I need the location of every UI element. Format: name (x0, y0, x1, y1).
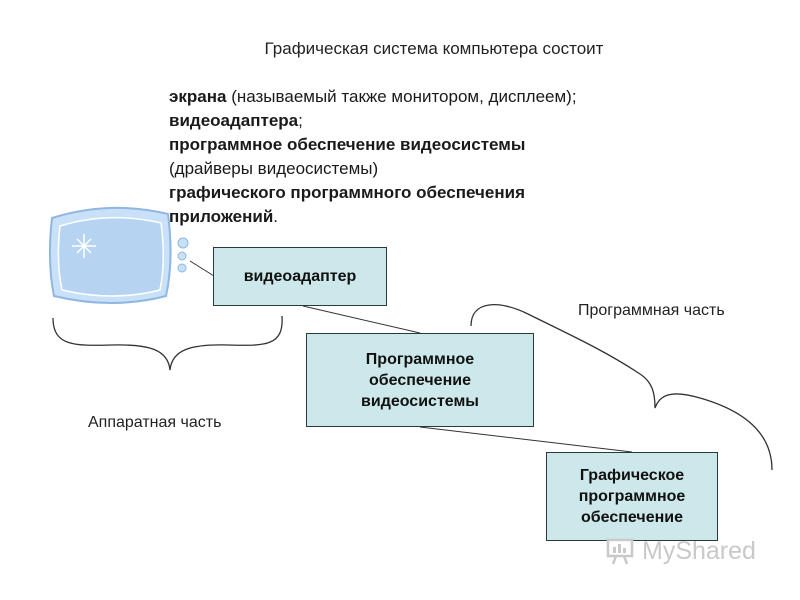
components-list: экрана (называемый также монитором, дисп… (169, 85, 577, 229)
list-item-drivers: (драйверы видеосистемы) (169, 157, 577, 181)
box-line: Программное (365, 350, 475, 368)
list-item-bold: программное обеспечение видеосистемы (169, 135, 526, 154)
videoadapter-box: видеоадаптер (213, 247, 387, 306)
connector-line (419, 426, 633, 453)
video-software-box: Программное обеспечение видеосистемы (306, 333, 534, 427)
watermark: MyShared (606, 536, 756, 566)
box-line: видеосистемы (361, 392, 479, 410)
list-item-bold: экрана (169, 87, 227, 106)
list-item-screen: экрана (называемый также монитором, дисп… (169, 85, 577, 109)
list-item-videoadapter: видеоадаптера; (169, 109, 577, 133)
list-item-text: ; (298, 111, 303, 130)
monitor-icon (48, 206, 189, 304)
list-item-bold: приложений (169, 207, 274, 226)
box-line: Графическое (579, 467, 685, 484)
list-item-graphics-software: графического программного обеспечения (169, 181, 577, 205)
hardware-brace (52, 315, 283, 371)
list-item-text: . (273, 207, 279, 226)
software-brace (470, 304, 773, 471)
box-line: обеспечение (581, 509, 683, 526)
list-item-bold: видеоадаптера (169, 111, 299, 130)
list-item-applications: приложений. (169, 205, 577, 229)
box-line: программное (578, 488, 686, 505)
list-item-bold: графического программного обеспечения (169, 183, 525, 202)
slide-title: Графическая система компьютера состоит (264, 39, 604, 58)
hardware-part-label: Аппаратная часть (88, 414, 222, 431)
graphics-software-box: Графическое программное обеспечение (546, 452, 718, 541)
list-item-text: (драйверы видеосистемы) (169, 159, 379, 178)
sparkle-icon (72, 234, 96, 258)
connector-line (189, 260, 215, 277)
myshared-logo-icon (606, 538, 634, 565)
box-line: обеспечение (368, 371, 471, 389)
software-part-label: Программная часть (578, 302, 725, 319)
list-item-text: (называемый также монитором, дисплеем); (226, 87, 577, 106)
watermark-text: MyShared (642, 536, 756, 565)
connector-line (302, 305, 421, 334)
videoadapter-label: видеоадаптер (243, 268, 357, 285)
list-item-video-software: программное обеспечение видеосистемы (169, 133, 577, 157)
